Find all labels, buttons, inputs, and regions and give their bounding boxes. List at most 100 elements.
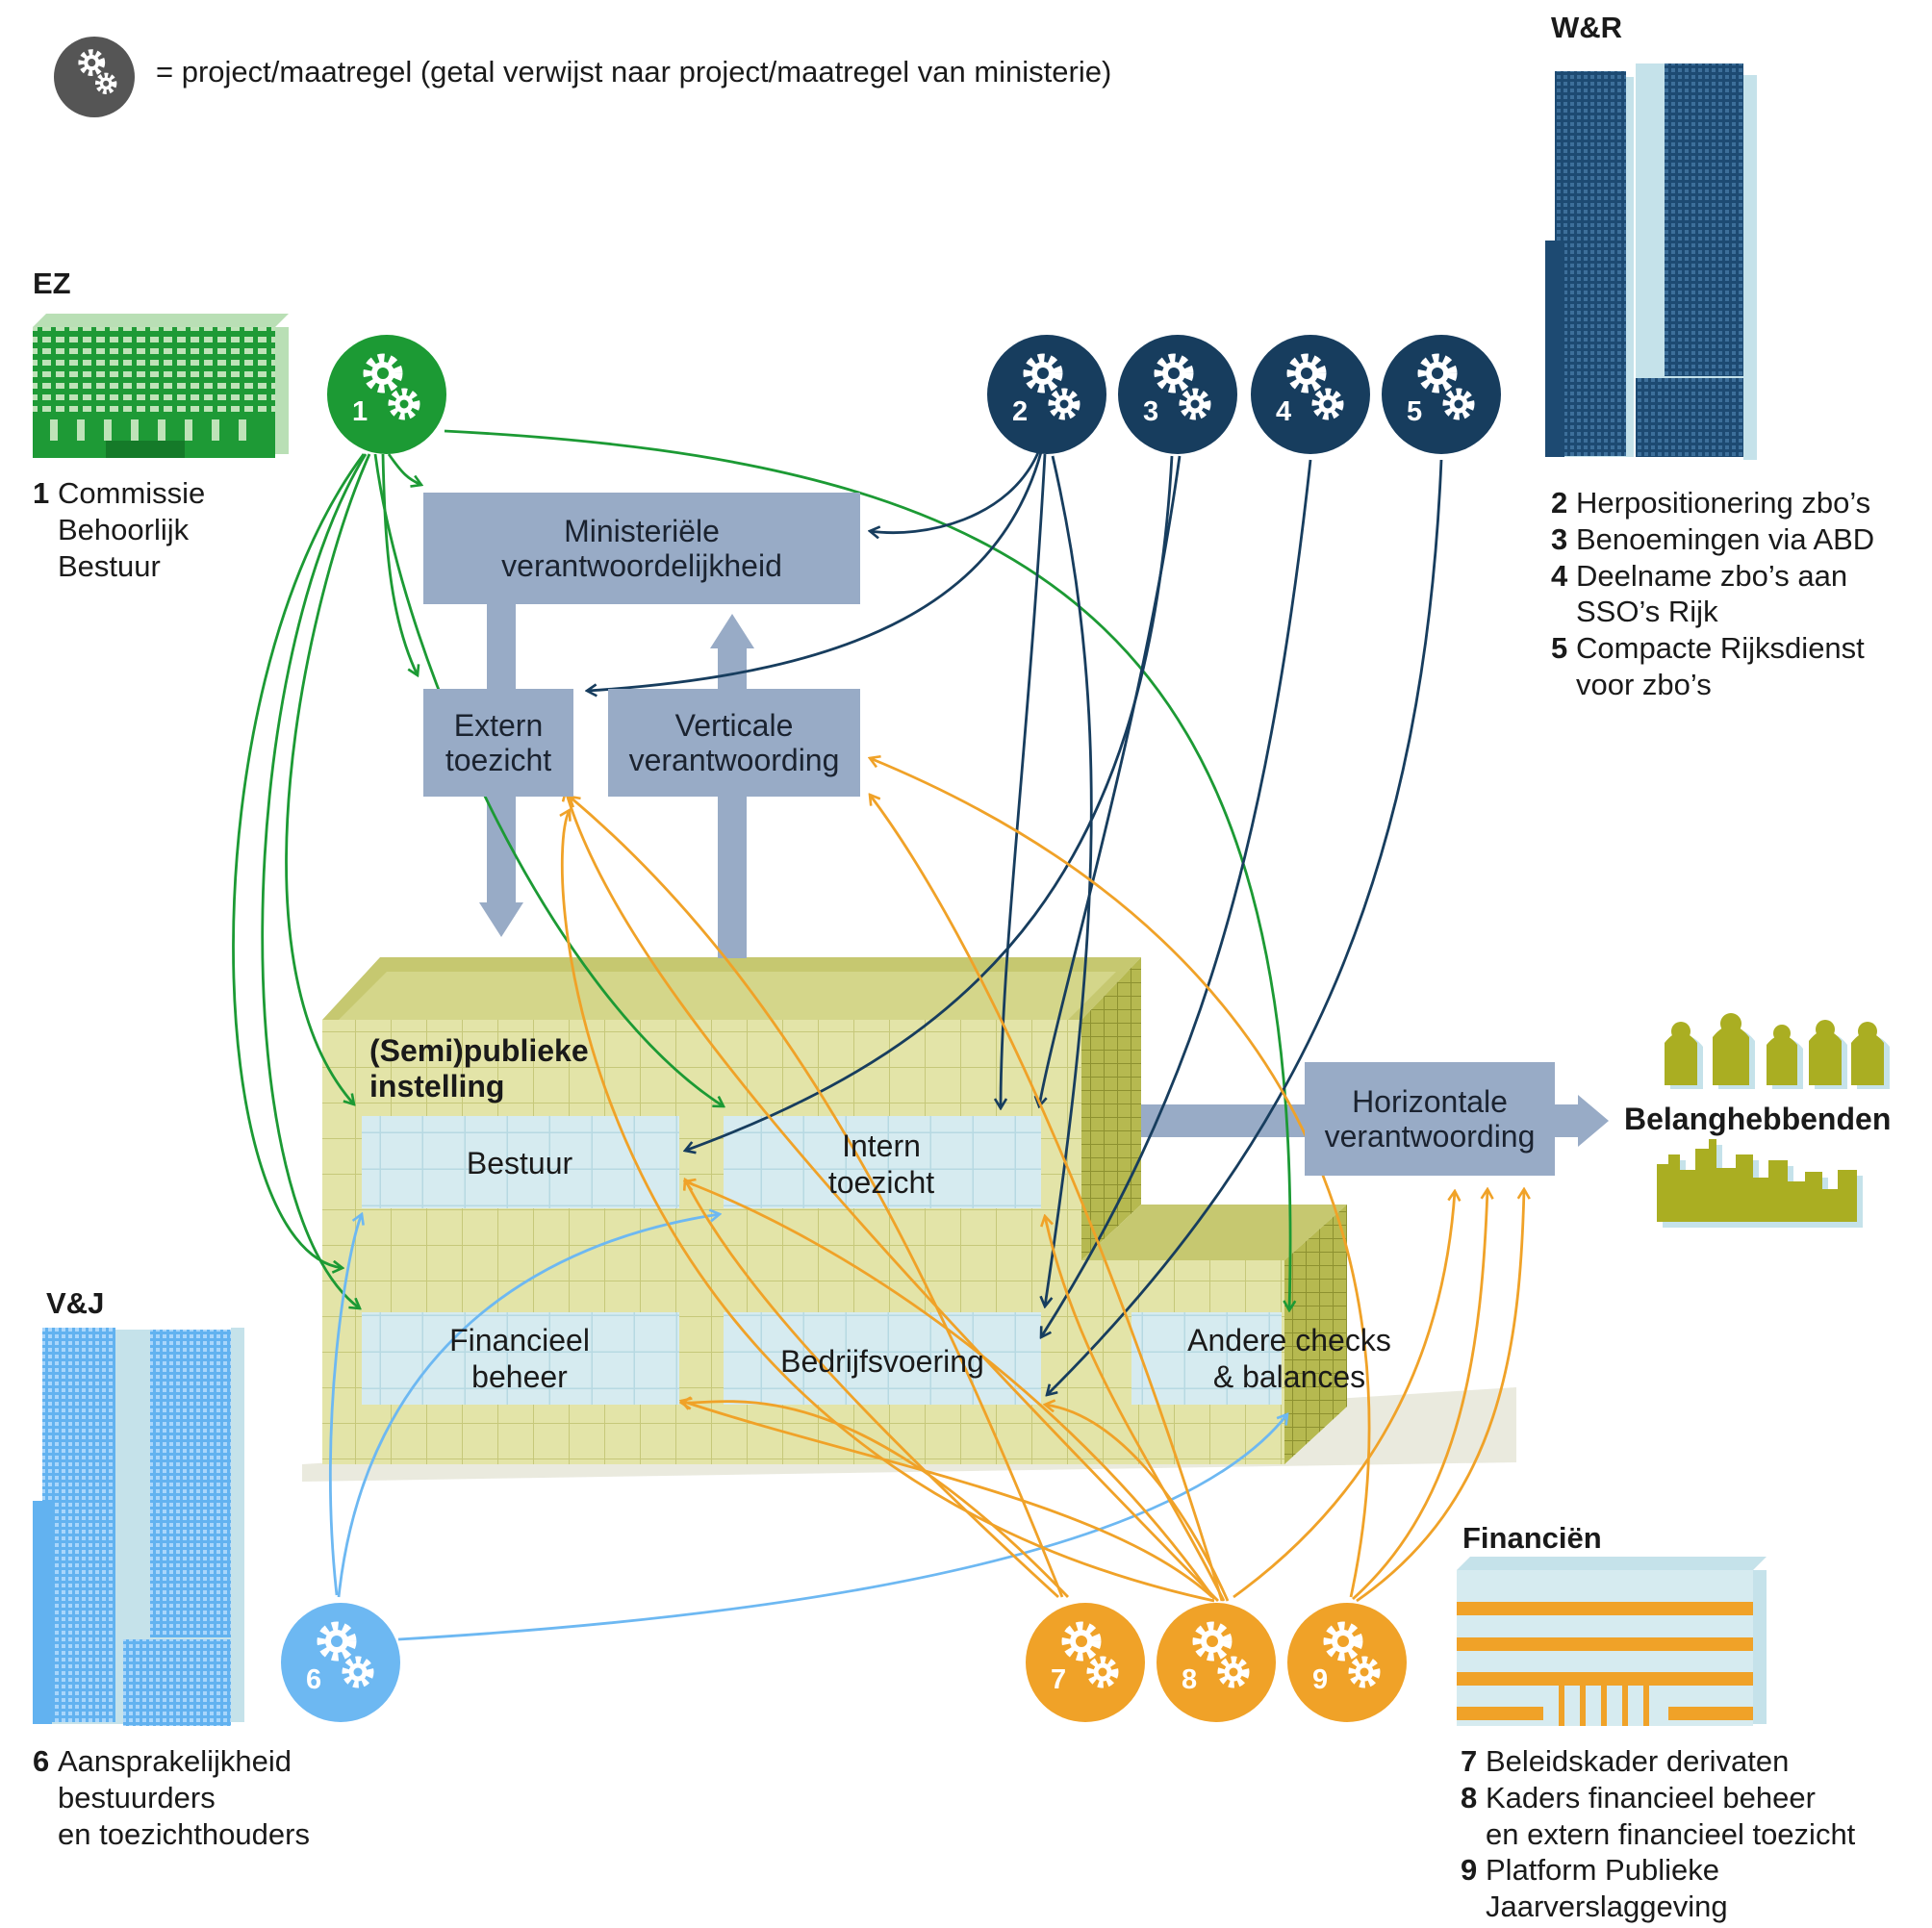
project-title-cont: Behoorlijk xyxy=(58,512,190,546)
box-line: Ministeriële xyxy=(564,513,720,548)
project-badge-8: 8 xyxy=(1157,1603,1276,1722)
label-line: beheer xyxy=(471,1359,568,1395)
project-badge-3: 3 xyxy=(1118,335,1237,454)
verticale-verantwoording-box: Verticale verantwoording xyxy=(608,689,860,797)
project-number: 4 xyxy=(1551,558,1568,593)
project-title: Herpositionering zbo’s xyxy=(1576,486,1871,520)
ministeriele-verantwoordelijkheid-box: Ministeriële verantwoordelijkheid xyxy=(423,493,860,604)
block-arrows xyxy=(479,604,1609,1147)
project-title: Platform Publieke xyxy=(1486,1853,1719,1888)
project-title: Commissie xyxy=(58,476,206,510)
gears-icon xyxy=(1023,353,1080,420)
project-title: Beleidskader derivaten xyxy=(1486,1744,1790,1778)
gears-icon xyxy=(1061,1621,1119,1688)
badge-number: 4 xyxy=(1276,396,1292,427)
box-line: verantwoording xyxy=(1324,1119,1536,1154)
intern-toezicht-label: Intern toezicht xyxy=(785,1128,978,1202)
label-line: & balances xyxy=(1212,1359,1366,1395)
badge-number: 9 xyxy=(1312,1664,1329,1695)
legend-text: = project/maatregel (getal verwijst naar… xyxy=(156,55,1112,89)
box-line: Extern xyxy=(453,707,544,743)
instelling-line: instelling xyxy=(369,1068,505,1104)
project-title: Compacte Rijksdienst xyxy=(1576,631,1865,666)
project-badge-4: 4 xyxy=(1251,335,1370,454)
ministry-financien-label: Financiën xyxy=(1462,1521,1602,1555)
instelling-label: (Semi)publieke instelling xyxy=(369,1033,589,1104)
project-number: 9 xyxy=(1461,1853,1478,1888)
label-line: toezicht xyxy=(827,1165,935,1201)
institution-building-illustration xyxy=(302,957,1516,1482)
box-line: verantwoordelijkheid xyxy=(501,548,782,583)
bedrijfsvoering-label: Bedrijfsvoering xyxy=(780,1344,984,1379)
badge-number: 7 xyxy=(1051,1664,1067,1695)
label-line: Financieel xyxy=(449,1323,590,1357)
wr-towers-illustration xyxy=(1545,63,1757,460)
box-line: Horizontale xyxy=(1352,1083,1508,1119)
stakeholders-illustration xyxy=(1657,1013,1890,1228)
label-line: Intern xyxy=(842,1129,921,1163)
belanghebbenden-label: Belanghebbenden xyxy=(1624,1102,1892,1136)
badge-number: 6 xyxy=(306,1664,322,1695)
project-badge-1: 1 xyxy=(327,335,446,454)
badge-number: 1 xyxy=(352,396,369,427)
bestuur-label: Bestuur xyxy=(466,1146,573,1180)
badge-number: 5 xyxy=(1407,396,1423,427)
project-number: 1 xyxy=(33,476,50,510)
gears-icon xyxy=(1417,353,1475,420)
gears-icon xyxy=(1192,1621,1250,1688)
project-number: 7 xyxy=(1461,1744,1478,1778)
project-number: 5 xyxy=(1551,631,1568,666)
project-title-cont: en toezichthouders xyxy=(58,1816,310,1851)
project-title-cont: Jaarverslaggeving xyxy=(1486,1890,1728,1924)
gears-icon xyxy=(1323,1621,1381,1688)
financien-building-illustration xyxy=(1457,1557,1767,1726)
gears-icon xyxy=(78,49,117,94)
gears-icon xyxy=(1286,353,1344,420)
project-title: Deelname zbo’s aan xyxy=(1576,558,1848,593)
vj-towers-illustration xyxy=(33,1328,244,1726)
project-title-cont: voor zbo’s xyxy=(1576,668,1712,702)
project-badge-2: 2 xyxy=(987,335,1106,454)
ministry-wr-label: W&R xyxy=(1551,11,1623,44)
gears-icon xyxy=(363,353,420,420)
gears-icon xyxy=(317,1621,374,1688)
project-badge-7: 7 xyxy=(1026,1603,1145,1722)
legend-gears-icon xyxy=(54,37,135,117)
ez-building-illustration xyxy=(33,314,289,458)
project-title-cont: bestuurders xyxy=(58,1780,216,1814)
ministry-ez-label: EZ xyxy=(33,266,71,300)
project-number: 8 xyxy=(1461,1780,1478,1814)
project-title: Benoemingen via ABD xyxy=(1576,521,1875,556)
ministry-vj-label: V&J xyxy=(46,1286,105,1320)
project-badge-9: 9 xyxy=(1287,1603,1407,1722)
project-number: 2 xyxy=(1551,486,1568,520)
project-title: Aansprakelijkheid xyxy=(58,1744,292,1778)
extern-toezicht-box: Extern toezicht xyxy=(423,689,573,797)
project-number: 6 xyxy=(33,1744,50,1778)
badge-number: 2 xyxy=(1012,396,1029,427)
badge-number: 8 xyxy=(1182,1664,1198,1695)
label-line: Andere checks xyxy=(1187,1323,1391,1357)
andere-checks-label: Andere checks & balances xyxy=(1174,1322,1405,1396)
project-title-cont: en extern financieel toezicht xyxy=(1486,1816,1856,1851)
box-line: verantwoording xyxy=(628,743,840,777)
gears-icon xyxy=(1154,353,1211,420)
project-title-cont: Bestuur xyxy=(58,548,161,583)
horizontale-verantwoording-box: Horizontale verantwoording xyxy=(1305,1062,1555,1176)
project-badge-5: 5 xyxy=(1382,335,1501,454)
box-line: toezicht xyxy=(445,743,552,777)
project-number: 3 xyxy=(1551,521,1568,556)
box-line: Verticale xyxy=(674,707,794,743)
project-title-cont: SSO’s Rijk xyxy=(1576,595,1718,629)
badge-number: 3 xyxy=(1143,396,1159,427)
project-badge-6: 6 xyxy=(281,1603,400,1722)
financieel-beheer-label: Financieel beheer xyxy=(423,1322,616,1396)
project-title: Kaders financieel beheer xyxy=(1486,1780,1816,1814)
instelling-line: (Semi)publieke xyxy=(369,1033,589,1068)
